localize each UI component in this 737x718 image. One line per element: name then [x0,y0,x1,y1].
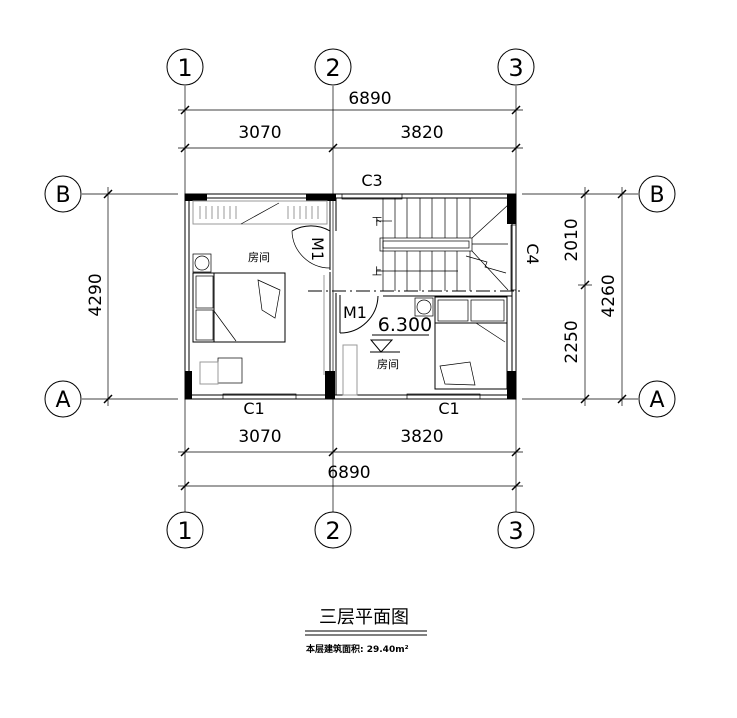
elevation-label: 6.300 [378,314,432,336]
dim-right-part-2: 2250 [562,320,582,363]
window-label-c1-left: C1 [243,399,264,418]
door-label-m1-right: M1 [343,303,367,322]
dim-top-total: 6890 [348,89,391,109]
dim-right-total: 4260 [599,274,619,317]
stair-down-label: 下 [372,217,382,228]
window-label-c1-right: C1 [438,399,459,418]
svg-text:B: B [55,183,70,208]
stair-up-label: 上 [372,266,382,278]
walls [184,193,522,400]
svg-text:A: A [55,388,70,413]
staircase: 下 上 [372,198,509,291]
window-label-c4: C4 [523,243,542,264]
axis-bubble-3-top: 3 [497,48,535,86]
elevation-marker: 6.300 [369,314,432,353]
doors: M1 M1 [291,225,379,334]
dim-top-part-1: 3070 [238,123,281,143]
desk-chair [199,357,243,385]
bed-left [192,272,286,343]
wardrobe-right [342,344,358,396]
axis-bubble-3-bottom: 3 [497,511,535,549]
svg-text:1: 1 [177,517,192,545]
axis-bubble-2-bottom: 2 [314,511,352,549]
svg-text:B: B [649,183,664,208]
bed-right [434,296,508,390]
dim-bottom-part-1: 3070 [238,427,281,447]
axis-bubble-b-left: B [44,175,82,213]
svg-text:2: 2 [325,54,340,82]
dim-right-part-1: 2010 [562,218,582,261]
windows: C3 C1 C1 C4 [222,171,542,418]
axis-bubble-b-right: B [638,175,676,213]
svg-text:3: 3 [508,517,523,545]
axis-bubbles: 1 2 3 1 2 3 B A B A [44,48,676,549]
axis-bubble-2-top: 2 [314,48,352,86]
dim-left-total: 4290 [86,273,106,316]
door-label-m1-left: M1 [308,237,327,261]
svg-text:1: 1 [177,54,192,82]
svg-text:A: A [649,388,664,413]
room-label-right: 房间 [377,358,399,371]
fan-icon-left [192,253,212,273]
grid-lines [82,86,638,512]
dimension-lines: 6890 3070 3820 3070 3820 6890 4290 2010 … [86,89,627,491]
axis-bubble-a-right: A [638,380,676,418]
svg-text:3: 3 [508,54,523,82]
axis-bubble-1-bottom: 1 [166,511,204,549]
window-label-c3: C3 [361,171,382,190]
dim-bottom-part-2: 3820 [400,427,443,447]
dim-top-part-2: 3820 [400,123,443,143]
dim-bottom-total: 6890 [327,463,370,483]
area-note: 本层建筑面积: 29.40m² [306,643,409,655]
room-label-left: 房间 [248,251,270,264]
drawing-title: 三层平面图 [319,607,409,628]
fan-icon-right [414,297,434,317]
wardrobe-left [192,200,328,225]
axis-bubble-1-top: 1 [166,48,204,86]
svg-text:2: 2 [325,517,340,545]
axis-bubble-a-left: A [44,380,82,418]
